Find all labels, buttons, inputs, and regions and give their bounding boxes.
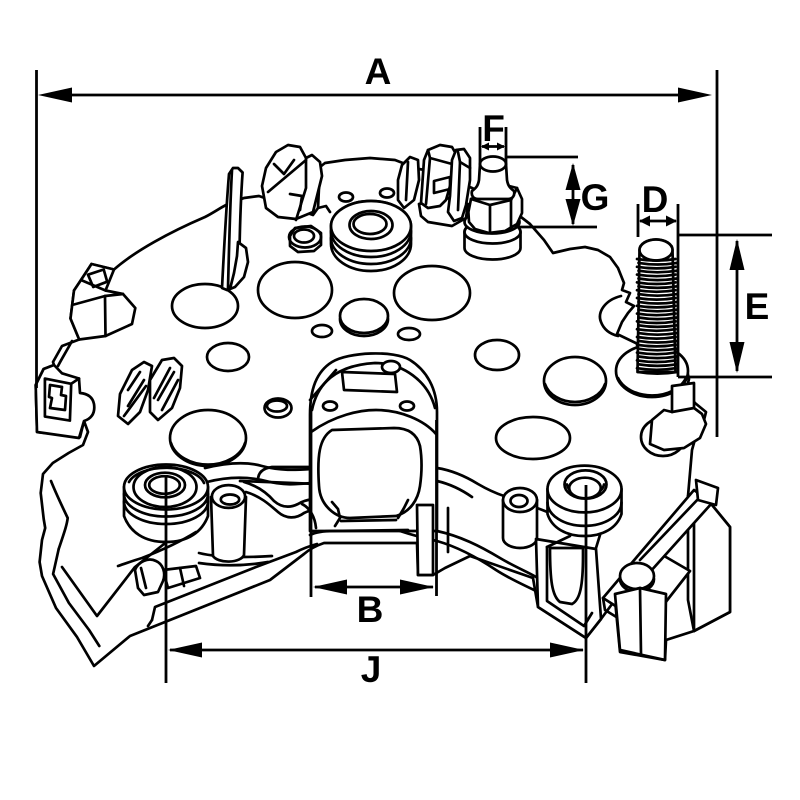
- svg-text:J: J: [361, 649, 382, 690]
- svg-text:F: F: [482, 108, 505, 149]
- svg-text:A: A: [365, 51, 392, 92]
- svg-text:G: G: [581, 177, 610, 218]
- svg-text:E: E: [745, 286, 770, 327]
- svg-text:D: D: [642, 179, 669, 220]
- svg-text:B: B: [357, 589, 384, 630]
